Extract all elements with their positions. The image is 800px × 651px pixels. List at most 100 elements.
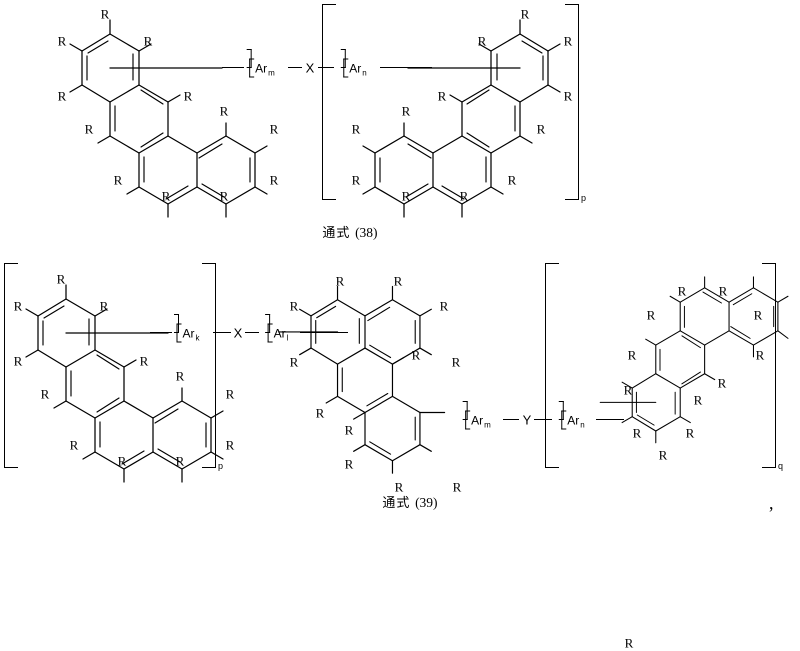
linker-ar-n: Ar n <box>340 49 367 78</box>
linker-ar-n-39: Ar n <box>558 401 585 430</box>
substituent-label-R: R <box>100 6 110 22</box>
ar-label: Ar <box>349 61 362 75</box>
bracket-open-icon <box>267 323 273 343</box>
substituent-label-R: R <box>161 188 171 204</box>
bracket-open-icon <box>343 58 349 78</box>
bracket-close-icon <box>265 314 271 333</box>
substituent-label-R: R <box>439 298 449 314</box>
bond-ar-n-to-right-core <box>596 419 624 421</box>
substituent-label-R: R <box>225 386 235 402</box>
bond-core-to-ar-m <box>222 67 244 69</box>
substituent-label-R: R <box>175 453 185 469</box>
substituent-label-R: R <box>718 283 728 299</box>
substituent-label-R: R <box>401 103 411 119</box>
bond-ar-k-to-x <box>213 332 231 334</box>
substituent-label-R: R <box>401 188 411 204</box>
linker-atom-x: X <box>304 60 316 76</box>
substituent-label-R: R <box>563 33 573 49</box>
substituent-label-R: R <box>13 353 23 369</box>
ar-subscript: k <box>195 333 200 343</box>
formula-38-caption: 通式 (38) <box>260 222 440 241</box>
substituent-label-R: R <box>755 347 765 363</box>
bond-ar-n-to-core <box>380 67 432 69</box>
bracket-open-icon <box>249 58 255 78</box>
substituent-label-R: R <box>520 6 530 22</box>
chrysene-core-left-39 <box>18 283 224 483</box>
substituent-label-R: R <box>13 298 23 314</box>
formula-39-caption: 通式 (39) <box>320 492 500 511</box>
bracket-open-icon <box>176 323 182 343</box>
substituent-label-R: R <box>113 172 123 188</box>
substituent-label-R: R <box>139 353 149 369</box>
linker-ar-m-39: Ar m <box>462 401 491 430</box>
substituent-label-R: R <box>393 273 403 289</box>
bond-core-to-ar-k <box>150 332 172 334</box>
bond-x-to-ar-l <box>245 332 259 334</box>
repeat-bracket-close-39-q: q <box>762 263 783 471</box>
substituent-label-R: R <box>563 88 573 104</box>
bracket-open-icon <box>465 410 471 430</box>
substituent-label-R: R <box>344 456 354 472</box>
substituent-label-R: R <box>507 172 517 188</box>
substituent-label-R: R <box>646 307 656 323</box>
repeat-bracket-open-39-p <box>4 263 18 468</box>
repeat-bracket-open-38 <box>322 4 336 200</box>
bond-x-to-ar-n <box>318 67 334 69</box>
substituent-label-R: R <box>219 103 229 119</box>
substituent-label-R: R <box>452 479 462 495</box>
substituent-label-R: R <box>56 271 66 287</box>
repeat-subscript-p: p <box>580 193 586 203</box>
substituent-label-R: R <box>99 298 109 314</box>
ar-subscript: m <box>268 68 275 78</box>
bracket-close-icon <box>558 401 564 420</box>
substituent-label-R: R <box>624 635 634 651</box>
substituent-label-R: R <box>183 88 193 104</box>
caption-number: (38) <box>355 225 378 240</box>
bracket-close-icon <box>246 49 252 68</box>
repeat-bracket-close-39-p: p <box>202 263 223 471</box>
repeat-bracket-close-38: p <box>565 4 586 203</box>
substituent-label-R: R <box>84 121 94 137</box>
substituent-label-R: R <box>685 425 695 441</box>
ar-label: Ar <box>182 326 195 340</box>
substituent-label-R: R <box>627 347 637 363</box>
substituent-label-R: R <box>351 121 361 137</box>
substituent-label-R: R <box>658 447 668 463</box>
ar-subscript: l <box>286 333 289 343</box>
ar-label: Ar <box>273 326 286 340</box>
chrysene-core-middle-39 <box>278 277 478 474</box>
bracket-close-icon <box>174 314 179 333</box>
substituent-label-R: R <box>753 307 763 323</box>
chrysene-core-right-38 <box>362 18 568 218</box>
substituent-label-R: R <box>219 188 229 204</box>
substituent-label-R: R <box>289 354 299 370</box>
bond-ar-l-to-middle-core <box>300 332 348 334</box>
substituent-label-R: R <box>451 354 461 370</box>
repeat-subscript-q: q <box>777 461 783 471</box>
substituent-label-R: R <box>225 437 235 453</box>
substituent-label-R: R <box>40 386 50 402</box>
ar-subscript: n <box>362 68 367 78</box>
trailing-comma: , <box>769 493 774 513</box>
substituent-label-R: R <box>677 283 687 299</box>
caption-prefix: 通式 <box>382 495 411 510</box>
ar-subscript: m <box>484 420 491 430</box>
ar-label: Ar <box>471 413 484 427</box>
chrysene-core-left-38 <box>62 18 268 218</box>
substituent-label-R: R <box>315 405 325 421</box>
linker-ar-l: Ar l <box>265 314 289 343</box>
substituent-label-R: R <box>57 88 67 104</box>
substituent-label-R: R <box>437 88 447 104</box>
substituent-label-R: R <box>269 121 279 137</box>
formula-38: R R R R R R R R R R R R Ar m X Ar n <box>0 0 800 240</box>
substituent-label-R: R <box>459 188 469 204</box>
substituent-label-R: R <box>351 172 361 188</box>
substituent-label-R: R <box>289 298 299 314</box>
ar-subscript: n <box>580 420 585 430</box>
substituent-label-R: R <box>536 121 546 137</box>
bond-ar-m-to-y <box>503 419 519 421</box>
substituent-label-R: R <box>477 33 487 49</box>
substituent-label-R: R <box>335 273 345 289</box>
substituent-label-R: R <box>344 422 354 438</box>
substituent-label-R: R <box>632 425 642 441</box>
